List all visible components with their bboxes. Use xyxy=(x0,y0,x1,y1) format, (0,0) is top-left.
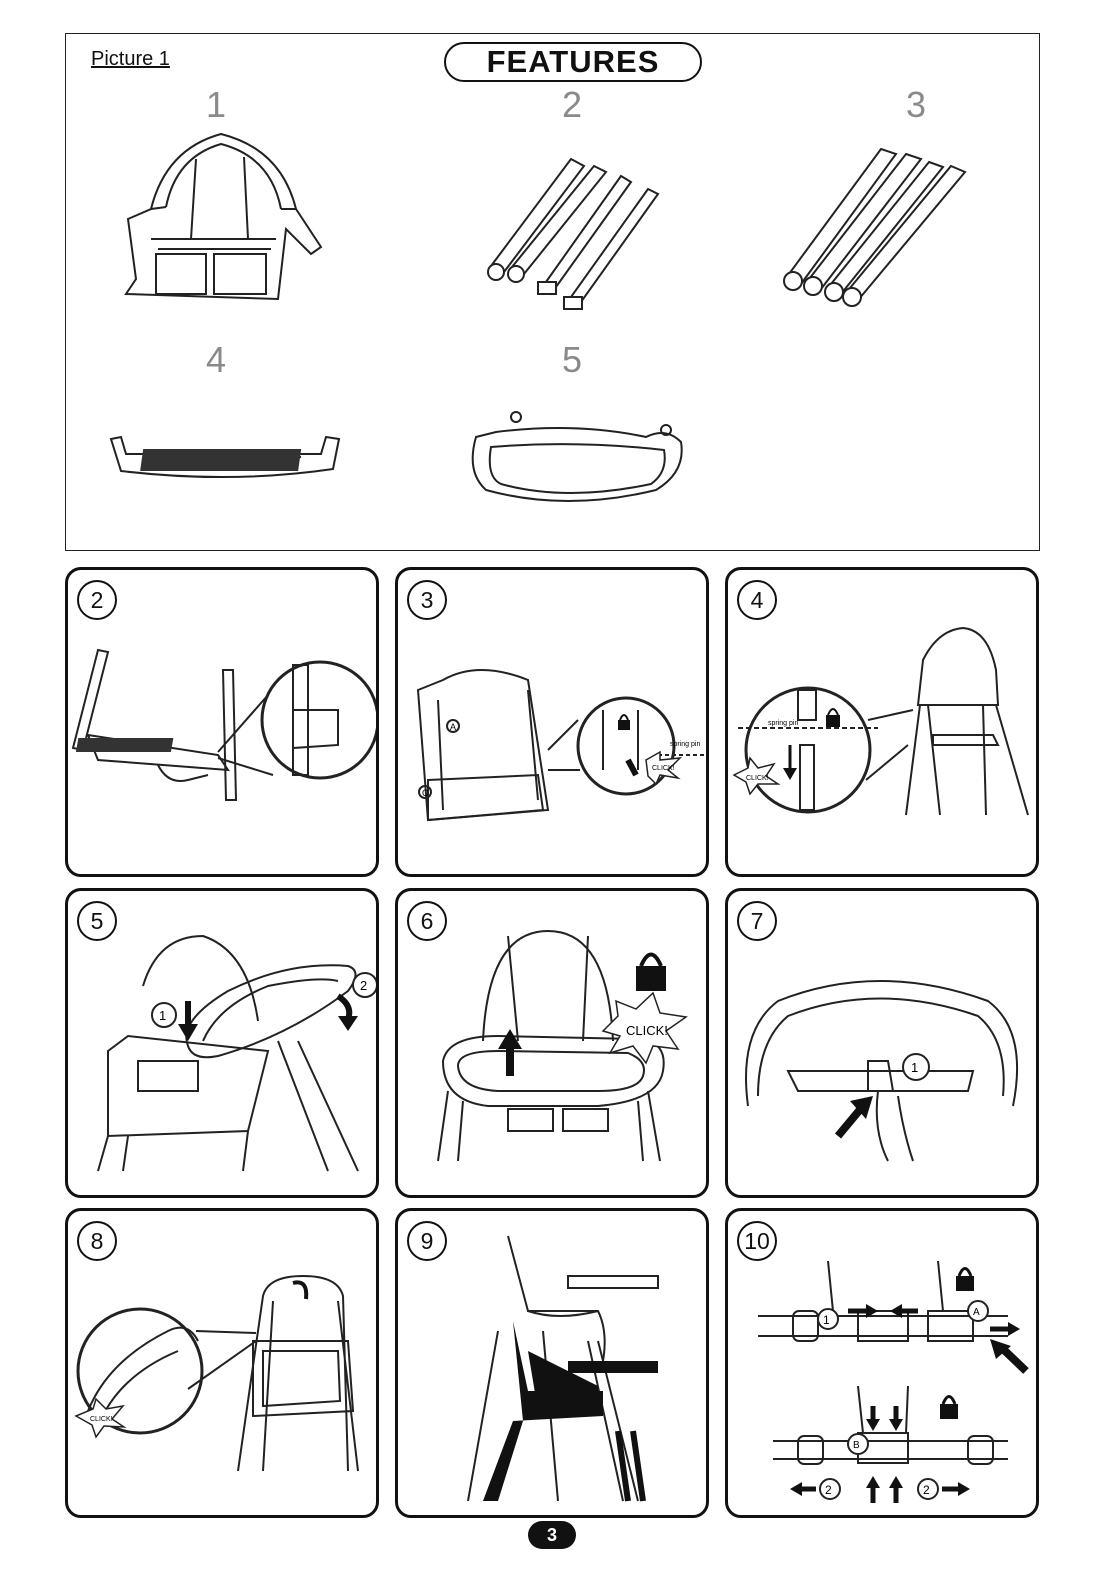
label-1: 1 xyxy=(823,1313,830,1327)
connect-legs-icon: spring pin CLICK! xyxy=(728,570,1039,877)
attach-footrest-icon xyxy=(68,570,379,877)
page-number: 3 xyxy=(528,1521,576,1549)
lock-icon xyxy=(618,720,630,730)
part-number-2: 2 xyxy=(552,84,592,126)
part-number-3: 3 xyxy=(896,84,936,126)
lock-tray-icon: CLICK! xyxy=(398,891,709,1198)
lock-icon xyxy=(636,966,666,991)
click-label: CLICK! xyxy=(90,1416,113,1423)
part-number-5: 5 xyxy=(552,339,592,381)
click-label: CLICK! xyxy=(652,765,675,772)
label-a: A xyxy=(450,722,456,732)
label-1: 1 xyxy=(159,1008,166,1023)
harness-buckle-icon: 1 A B 2 2 xyxy=(728,1211,1039,1518)
step-panel-10: 10 1 A B 2 2 xyxy=(725,1208,1039,1518)
step-panel-7: 7 1 xyxy=(725,888,1039,1198)
lock-icon xyxy=(956,1276,974,1291)
lock-icon xyxy=(826,715,840,727)
footrest-icon xyxy=(101,429,351,489)
lower-leg-tubes-icon xyxy=(771,144,981,314)
step-panel-9: 9 xyxy=(395,1208,709,1518)
step-panel-8: 8 CLICK! xyxy=(65,1208,379,1518)
features-title: FEATURES xyxy=(444,42,702,82)
label-2-left: 2 xyxy=(825,1483,832,1497)
upper-leg-tubes-icon xyxy=(476,154,676,324)
spring-pin-label: spring pin xyxy=(768,720,798,727)
label-b: B xyxy=(853,1440,860,1451)
label-2-right: 2 xyxy=(923,1483,930,1497)
tray-click-icon: CLICK! xyxy=(68,1211,379,1518)
spring-pin-label: spring pin xyxy=(670,741,700,748)
click-label: CLICK! xyxy=(626,1023,668,1038)
step-panel-4: 4 spring pin CLICK! xyxy=(725,567,1039,877)
part-number-4: 4 xyxy=(196,339,236,381)
seat-shell-icon xyxy=(106,129,346,319)
mount-tray-icon: 1 2 xyxy=(68,891,379,1198)
part-number-1: 1 xyxy=(196,84,236,126)
click-label: CLICK! xyxy=(746,775,769,782)
chair-side-view-icon xyxy=(398,1211,709,1518)
label-c: C xyxy=(422,788,429,798)
features-box: Picture 1 FEATURES 1 2 3 xyxy=(65,33,1040,551)
step-panel-2: 2 xyxy=(65,567,379,877)
label-a: A xyxy=(973,1307,980,1318)
step-panel-5: 5 1 2 xyxy=(65,888,379,1198)
release-tray-icon: 1 xyxy=(728,891,1039,1198)
lock-icon xyxy=(940,1404,958,1419)
label-1: 1 xyxy=(911,1060,918,1075)
insert-legs-icon: A C spring pin CLICK! xyxy=(398,570,709,877)
picture-label: Picture 1 xyxy=(91,48,170,71)
step-panel-6: 6 CLICK! xyxy=(395,888,709,1198)
step-panel-3: 3 A C spring pin CLICK! xyxy=(395,567,709,877)
label-2: 2 xyxy=(360,978,367,993)
tray-icon xyxy=(456,402,696,512)
